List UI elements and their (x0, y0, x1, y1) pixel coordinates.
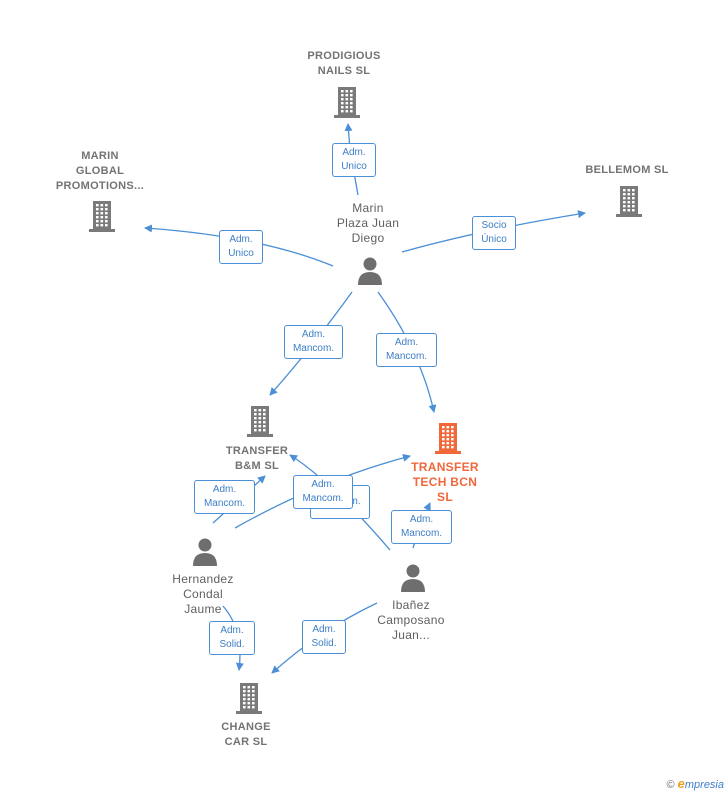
node-label-line: GLOBAL (75, 165, 125, 177)
person-icon[interactable] (356, 256, 384, 286)
node-label-line: PROMOTIONS... (55, 180, 145, 192)
edge-label-line: Adm. (311, 479, 335, 490)
edge-label-line: Mancom. (203, 498, 246, 509)
node-label-line: SL (437, 490, 453, 504)
edge-label-line: Solid. (311, 638, 337, 649)
edge-label-line: Unico (341, 161, 367, 172)
edge-label-line: Adm. (229, 234, 253, 245)
node-label-line: PRODIGIOUS (307, 50, 381, 62)
node-label-change-car[interactable]: CHANGE CAR SL (221, 720, 270, 750)
edge-label-adm-mancom: Adm. Mancom. (194, 480, 255, 514)
edge-label-line: Adm. (394, 337, 419, 348)
node-label-line: BELLEMOM SL (585, 164, 669, 176)
edge-label-adm-mancom: Adm. Mancom. (293, 475, 353, 509)
edge-label-line: Solid. (219, 639, 245, 650)
edge-label-adm-mancom: Adm. Mancom. (284, 325, 343, 359)
copyright-icon: © (666, 779, 675, 791)
node-label-line: B&M SL (235, 460, 279, 472)
node-label-line: CHANGE (221, 721, 271, 733)
node-label-bellemom[interactable]: BELLEMOM SL (585, 163, 668, 178)
edge-label-adm-mancom: Adm. Mancom. (376, 333, 437, 367)
edge-label-adm-mancom: Adm. Mancom. (391, 510, 452, 544)
edge-label-adm-solid: Adm. Solid. (209, 621, 255, 655)
edge-label-line: Único (481, 234, 507, 245)
edge-label-line: Adm. (342, 147, 366, 158)
node-label-transfer-bm[interactable]: TRANSFER B&M SL (226, 444, 288, 474)
person-icon[interactable] (191, 537, 219, 567)
building-icon[interactable] (87, 199, 117, 233)
edge-label-line: Mancom. (292, 343, 335, 354)
node-label-line: NAILS SL (317, 65, 371, 77)
building-icon[interactable] (614, 184, 644, 218)
edge-label-line: Socio (481, 220, 507, 231)
edge-label-line: Mancom. (385, 351, 428, 362)
empresia-logo[interactable]: © empresia (666, 776, 724, 791)
node-label-line: Jaume (184, 602, 222, 616)
building-icon-highlighted[interactable] (433, 421, 463, 455)
edge-label-adm-solid: Adm. Solid. (302, 620, 346, 654)
edge-label-line: Adm. (312, 624, 336, 635)
building-icon[interactable] (332, 85, 362, 119)
edge-label-line: Mancom. (302, 493, 344, 504)
edge-label-line: Adm. (409, 514, 434, 525)
node-label-line: TRANSFER (411, 460, 479, 474)
edge-label-line: Adm. (212, 484, 237, 495)
node-label-line: Marin (352, 201, 384, 215)
node-label-line: Juan... (391, 628, 431, 642)
node-label-line: CAR SL (224, 736, 268, 748)
node-label-line: TECH BCN (412, 475, 478, 489)
person-icon[interactable] (399, 563, 427, 593)
node-label-line: MARIN (81, 150, 119, 162)
edge-label-adm-unico: Adm. Unico (332, 143, 376, 177)
edge-label-line: Adm. (301, 329, 326, 340)
edge-label-adm-unico: Adm. Unico (219, 230, 263, 264)
edge-label-line: Adm. (220, 625, 244, 636)
building-icon[interactable] (234, 681, 264, 715)
node-label-prodigious-nails[interactable]: PRODIGIOUS NAILS SL (307, 49, 380, 79)
node-label-line: Hernandez (172, 572, 234, 586)
node-label-line: Camposano (377, 613, 445, 627)
node-label-line: TRANSFER (225, 445, 289, 457)
building-icon[interactable] (245, 404, 275, 438)
edge-label-line: Unico (228, 248, 254, 259)
node-label-line: Diego (351, 231, 385, 245)
node-label-line: Condal (183, 587, 223, 601)
node-label-marin-global-promotions[interactable]: MARIN GLOBAL PROMOTIONS... (56, 149, 144, 194)
edge-label-line: Mancom. (400, 528, 443, 539)
node-label-line: Ibañez (392, 598, 430, 612)
node-label-line: Plaza Juan (336, 216, 400, 230)
